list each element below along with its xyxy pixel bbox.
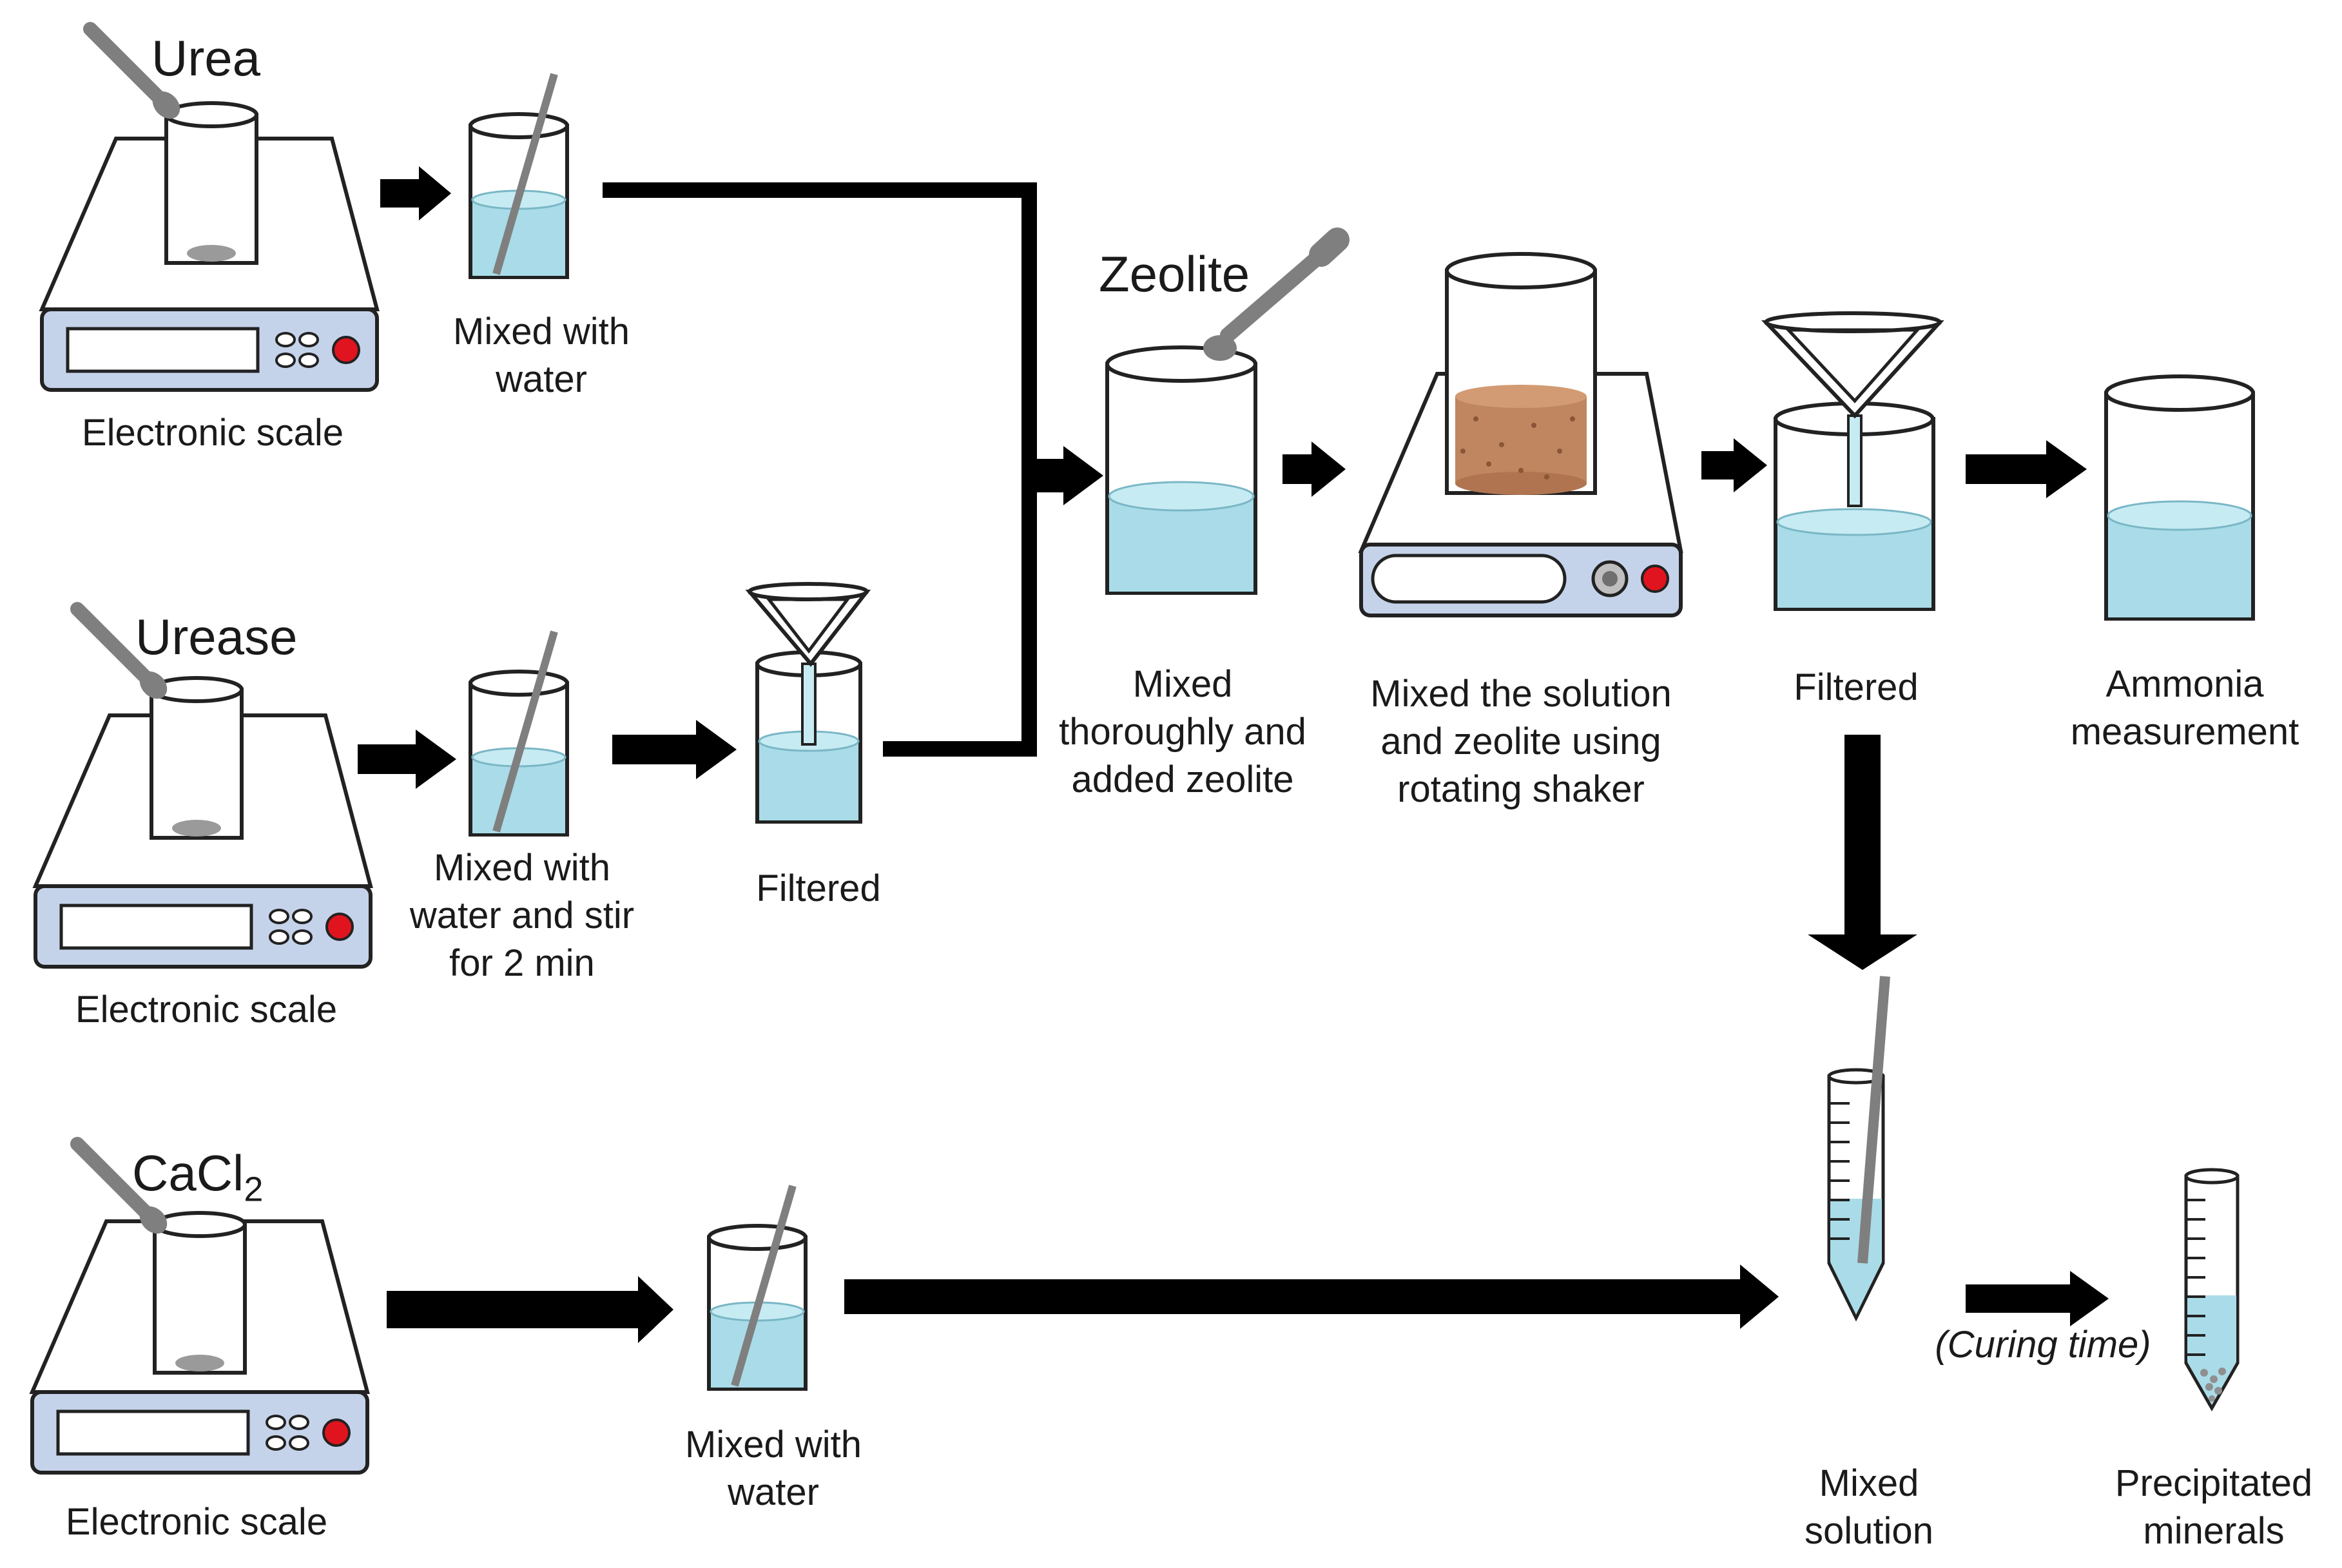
mixed-zeolite-line3: added zeolite: [1071, 759, 1294, 800]
filtered-label-1: Filtered: [756, 867, 881, 909]
arrow-urea-to-beaker: [380, 166, 451, 220]
arrow-to-zeolite-beaker: [1031, 446, 1103, 505]
zeolite-beaker: [1105, 345, 1257, 595]
shaker-label-line3: rotating shaker: [1397, 768, 1645, 810]
cacl2-label: CaCl2: [132, 1144, 263, 1219]
ammonia-label-line2: measurement: [2070, 711, 2299, 753]
urea-water-beaker: [470, 74, 567, 277]
cacl2-water-beaker: [709, 1186, 806, 1389]
ammonia-beaker: [2104, 374, 2255, 621]
shaker-label-line2: and zeolite using: [1380, 721, 1661, 762]
zeolite-spoon-icon: [1203, 227, 1350, 361]
mixed-zeolite-line2: thoroughly and: [1059, 711, 1306, 753]
mix-water-label-3-line2: water: [728, 1471, 819, 1513]
arrow-to-filter-2: [1701, 438, 1767, 492]
ammonia-label: Ammonia measurement: [2043, 661, 2327, 756]
zeolite-label: Zeolite: [1099, 246, 1250, 302]
scale-label-1: Electronic scale: [81, 412, 344, 454]
cacl2-cup: [155, 1213, 245, 1373]
precipitated-label: Precipitated minerals: [2091, 1460, 2336, 1555]
scale-label-2: Electronic scale: [75, 989, 338, 1031]
precipitated-line1: Precipitated: [2115, 1462, 2313, 1504]
urease-label: Urease: [135, 608, 298, 665]
filtered-beaker-2: [1761, 311, 1944, 611]
curing-time-label: (Curing time): [1935, 1324, 2151, 1366]
urease-cup: [151, 678, 242, 838]
mix-water-label-3: Mixed with water: [644, 1421, 902, 1516]
mixed-zeolite-label: Mixed thoroughly and added zeolite: [1028, 661, 1337, 804]
filtered-label-2: Filtered: [1794, 666, 1919, 708]
mixed-solution-tube: [1827, 976, 1890, 1322]
mix-water-stir-line2: water and stir: [409, 895, 635, 936]
filtered-beaker-1: [745, 582, 871, 824]
mix-water-label-1: Mixed with water: [412, 308, 670, 403]
mix-water-stir-label: Mixed with water and stir for 2 min: [387, 844, 657, 987]
scale-label-3: Electronic scale: [65, 1501, 328, 1543]
precipitated-tube: [2184, 1168, 2240, 1412]
urea-cup: [166, 103, 256, 263]
cacl2-label-subscript: 2: [244, 1170, 264, 1209]
precipitated-line2: minerals: [2143, 1510, 2285, 1552]
mix-water-label-1-line1: Mixed with: [453, 311, 630, 353]
mix-water-stir-line1: Mixed with: [434, 847, 610, 889]
mixed-solution-line1: Mixed: [1819, 1462, 1919, 1504]
arrow-to-ammonia: [1966, 440, 2087, 498]
mixed-solution-label: Mixed solution: [1766, 1460, 1972, 1555]
arrow-down-to-mixed: [1808, 735, 1917, 970]
arrow-cacl2-to-mixed: [844, 1264, 1779, 1329]
arrow-curing: [1966, 1271, 2109, 1326]
shaker-label-line1: Mixed the solution: [1370, 673, 1672, 715]
mixed-zeolite-line1: Mixed: [1132, 663, 1233, 705]
arrow-urease-to-filter: [612, 720, 737, 779]
shaker-label: Mixed the solution and zeolite using rot…: [1344, 670, 1698, 813]
cacl2-label-main: CaCl: [132, 1145, 244, 1201]
mixed-solution-line2: solution: [1805, 1510, 1933, 1552]
rotating-shaker: [1358, 252, 1683, 617]
arrow-to-shaker: [1282, 441, 1346, 497]
urease-water-beaker: [470, 632, 567, 835]
arrow-urease-to-beaker: [358, 730, 456, 789]
urea-label: Urea: [151, 30, 261, 86]
mix-water-label-3-line1: Mixed with: [685, 1424, 862, 1466]
arrow-cacl2-to-beaker: [387, 1276, 673, 1343]
mix-water-label-1-line2: water: [496, 358, 587, 400]
ammonia-label-line1: Ammonia: [2105, 663, 2264, 705]
mix-water-stir-line3: for 2 min: [449, 942, 595, 984]
